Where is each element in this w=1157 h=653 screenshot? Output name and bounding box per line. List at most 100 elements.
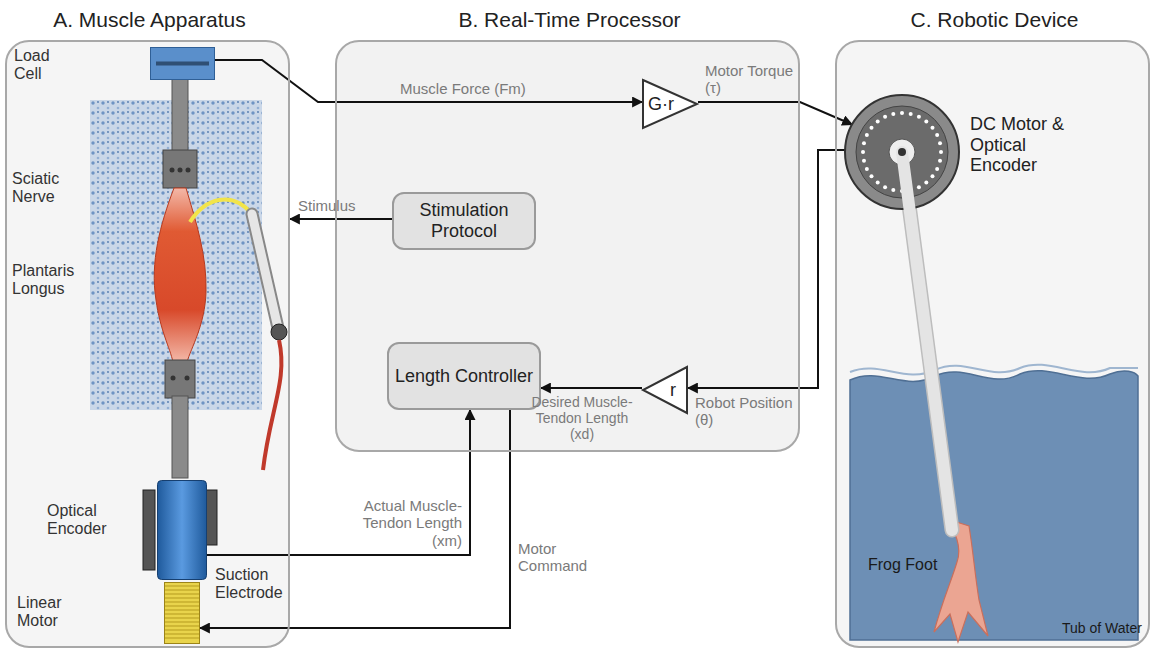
upper-clamp [163, 150, 197, 188]
frog-foot [934, 518, 988, 642]
node-label: DC Motor & Optical Encoder [970, 114, 1095, 176]
amplifier-triangle [643, 367, 687, 413]
panel-heading: C. Robotic Device [837, 8, 1152, 32]
clamp-screw [185, 376, 190, 381]
coil-winding [165, 606, 199, 607]
coil-winding [165, 610, 199, 611]
part-label: Tub of Water [1062, 620, 1146, 636]
encoder-slot [883, 185, 887, 189]
process-box: Stimulation Protocol [392, 192, 536, 250]
panel: B. Real-Time ProcessorG·rStimulation Pro… [335, 40, 800, 452]
encoder-slot [930, 174, 934, 178]
encoder-slot [909, 112, 913, 116]
signal-label: Actual Muscle-Tendon Length (xm) [348, 497, 462, 549]
encoder-slot [938, 141, 942, 145]
coil-winding [165, 614, 199, 615]
node-label: Length Controller [395, 366, 533, 387]
load-cell-slot [156, 62, 209, 66]
coil-winding [165, 586, 199, 587]
panel: A. Muscle ApparatusLoad CellOptical Enco… [5, 40, 290, 648]
node-label: Linear Motor [17, 594, 97, 631]
process-box: Length Controller [387, 342, 541, 410]
electrode-tube [252, 214, 278, 328]
encoder-slot [865, 133, 869, 137]
coil-winding [165, 638, 199, 639]
clamp-screw [178, 168, 183, 173]
encoder-slat [143, 490, 155, 570]
signal-label: Muscle Force (Fm) [400, 80, 550, 97]
panel-ground [5, 40, 290, 648]
part-label: Frog Foot [868, 556, 943, 574]
encoder-slot [862, 141, 866, 145]
signal-label: Motor Command [518, 540, 608, 575]
coil-winding [165, 602, 199, 603]
coil-winding [165, 618, 199, 619]
panel-heading: A. Muscle Apparatus [7, 8, 292, 32]
motor-coil [165, 583, 200, 644]
encoder-slot [917, 115, 921, 119]
signal-arrow [215, 60, 642, 102]
dc-motor: DC Motor & Optical Encoder [844, 94, 960, 210]
encoder-slot [917, 185, 921, 189]
robot-arm-outline [902, 152, 952, 530]
load-cell-body [151, 48, 215, 80]
linear-motor: Linear Motor [164, 582, 200, 644]
gain-amplifier: G·r [642, 79, 698, 129]
load-cell: Load Cell [150, 47, 215, 80]
optical-encoder-shape [157, 480, 207, 580]
node-label: Stimulation Protocol [394, 200, 534, 241]
lower-clamp [165, 360, 195, 398]
encoder-slot [900, 111, 904, 115]
node-label: r [670, 380, 676, 401]
load-cell-shape [150, 47, 215, 80]
encoder-slot [935, 167, 939, 171]
coil-winding [165, 630, 199, 631]
signal-arrow [200, 410, 510, 628]
coil-winding [165, 598, 199, 599]
panel-heading: B. Real-Time Processor [337, 8, 802, 32]
coil-winding [165, 622, 199, 623]
encoder-slot [883, 115, 887, 119]
signal-label: Motor Torque (τ) [705, 62, 795, 97]
coil-winding [165, 594, 199, 595]
upper-rod [172, 78, 188, 152]
electrode-wire [263, 340, 281, 470]
encoder-slot [870, 174, 874, 178]
node-label: G·r [648, 94, 674, 115]
clamp-screw [170, 168, 175, 173]
encoder-slot [891, 188, 895, 192]
encoder-slot [935, 133, 939, 137]
node-label: Load Cell [14, 47, 76, 84]
motor-shaft [898, 148, 906, 156]
gain-amplifier-shape [642, 366, 688, 414]
encoder-slot [865, 167, 869, 171]
signal-arrow [207, 410, 470, 555]
amplifier-triangle [643, 80, 697, 128]
signal-arrow [541, 387, 642, 389]
optical-encoder: Optical Encoder [157, 480, 207, 580]
water-surface [850, 365, 1138, 375]
encoder-slot [876, 180, 880, 184]
encoder-slot [891, 112, 895, 116]
part-label: Suction Electrode [215, 566, 289, 603]
signal-label: Desired Muscle-Tendon Length (xd) [528, 394, 636, 442]
water [850, 371, 1138, 640]
encoder-slot [862, 159, 866, 163]
dc-motor-shape [844, 94, 960, 210]
clamp-screw [171, 376, 176, 381]
signal-label: Stimulus [298, 197, 378, 214]
part-label: Sciatic Nerve [12, 170, 87, 207]
encoder-slot [924, 120, 928, 124]
encoder-slot [938, 159, 942, 163]
signal-arrow [290, 218, 392, 220]
sciatic-nerve [190, 200, 252, 222]
coil-winding [165, 590, 199, 591]
encoder-slot [861, 150, 865, 154]
encoder-slot [924, 180, 928, 184]
gain-amplifier: r [642, 366, 688, 414]
coil-winding [165, 634, 199, 635]
clamp-screw [186, 168, 191, 173]
signal-arrow [698, 102, 852, 124]
encoder-cylinder [158, 481, 207, 580]
linear-motor-shape [164, 582, 200, 644]
